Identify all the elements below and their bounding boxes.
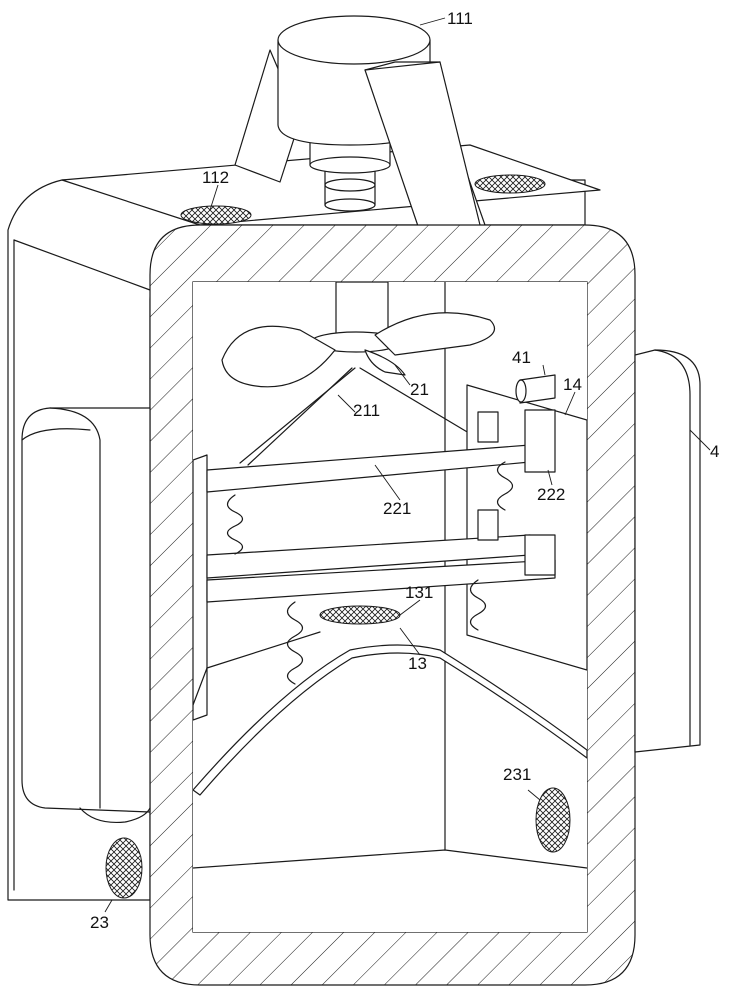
label-4: 4: [710, 442, 719, 461]
top-vent-right: [475, 175, 545, 193]
label-41: 41: [512, 348, 531, 367]
label-131: 131: [405, 583, 433, 602]
top-vent-left: [181, 206, 251, 224]
label-211: 211: [353, 401, 380, 420]
label-23: 23: [90, 913, 109, 932]
label-231: 231: [503, 765, 531, 784]
label-111: 111: [447, 9, 473, 28]
label-14: 14: [563, 375, 582, 394]
label-221: 221: [383, 499, 411, 518]
label-112: 112: [202, 168, 229, 187]
side-vent: [106, 838, 142, 898]
label-21: 21: [410, 380, 429, 399]
rear-vent: [536, 788, 570, 852]
label-222: 222: [537, 485, 565, 504]
right-tank: [635, 350, 700, 752]
label-13: 13: [408, 654, 427, 673]
sensor: [516, 375, 555, 403]
screen-mesh: [320, 606, 400, 624]
